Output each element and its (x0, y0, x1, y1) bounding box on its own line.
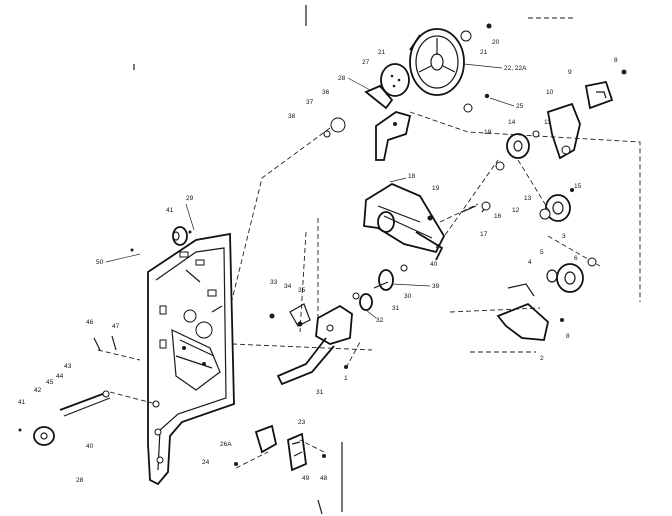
pulley-bracket (323, 63, 412, 161)
callout: 41 (166, 207, 174, 214)
callout: 28 (76, 477, 84, 484)
bushings (359, 264, 408, 311)
callout: 35 (298, 287, 306, 294)
callout: 42 (34, 387, 42, 394)
callout: 31 (392, 305, 400, 312)
callout: 19 (432, 185, 440, 192)
callout: 34 (284, 283, 292, 290)
callout: 46 (86, 319, 94, 326)
callout: 21 (480, 49, 488, 56)
callout: 32 (376, 317, 384, 324)
callout: 50 (96, 259, 104, 266)
callout: 29 (186, 195, 194, 202)
central-mechanism (363, 182, 491, 261)
callout: 8 (566, 333, 570, 340)
callout: 18 (408, 173, 416, 180)
callout: 49 (302, 475, 310, 482)
callout: 13 (524, 195, 532, 202)
callout: 25 (516, 103, 524, 110)
callout: 40 (430, 261, 438, 268)
callout: 15 (574, 183, 582, 190)
callout: 10 (546, 89, 554, 96)
pulley-group (463, 103, 574, 222)
upper-right-bracket (484, 69, 627, 160)
callout: 16 (494, 213, 502, 220)
callout: 6 (574, 255, 578, 262)
left-shaft-knob (18, 248, 134, 446)
callout: 37 (306, 99, 314, 106)
callout: 1 (344, 375, 348, 382)
callout: 24 (202, 459, 210, 466)
callout: 19 (484, 129, 492, 136)
callout: 21 (378, 49, 386, 56)
right-pulley-bracket (496, 257, 597, 341)
upper-knob (172, 203, 195, 246)
callout: 28 (338, 75, 346, 82)
callout: 33 (270, 279, 278, 286)
callout: 4 (528, 259, 532, 266)
callout: 11 (544, 119, 551, 126)
callout: 2 (540, 355, 544, 362)
callout: 5 (540, 249, 544, 256)
callout: 44 (56, 373, 64, 380)
callout: 26A (220, 441, 232, 448)
callout: 23 (298, 419, 306, 426)
assembly-lines (97, 111, 641, 469)
callout: 40 (86, 443, 94, 450)
callout: 30 (404, 293, 412, 300)
callout: 41 (18, 399, 26, 406)
bottom-brackets (234, 424, 326, 472)
reel-assembly (409, 23, 492, 96)
lever-assembly (269, 292, 360, 386)
callout: 36 (322, 89, 330, 96)
callout: 17 (480, 231, 488, 238)
chassis-plate (147, 232, 235, 486)
callout: 39 (432, 283, 440, 290)
callout: 3 (562, 233, 566, 240)
callout: 38 (288, 113, 296, 120)
callout: 22, 22A (504, 65, 527, 72)
callout: 43 (64, 363, 72, 370)
callout: 8 (614, 57, 618, 64)
callout: 27 (362, 59, 370, 66)
callout: 20 (492, 39, 500, 46)
callout: 47 (112, 323, 120, 330)
callout: 14 (508, 119, 516, 126)
callout: 31 (316, 389, 324, 396)
callout: 45 (46, 379, 54, 386)
scan-marks (133, 5, 574, 515)
callout: 12 (512, 207, 520, 214)
callout-labels: 20 21 22, 22A 21 27 28 8 9 10 25 19 14 1… (18, 39, 618, 484)
callout: 9 (568, 69, 572, 76)
callout: 48 (320, 475, 328, 482)
